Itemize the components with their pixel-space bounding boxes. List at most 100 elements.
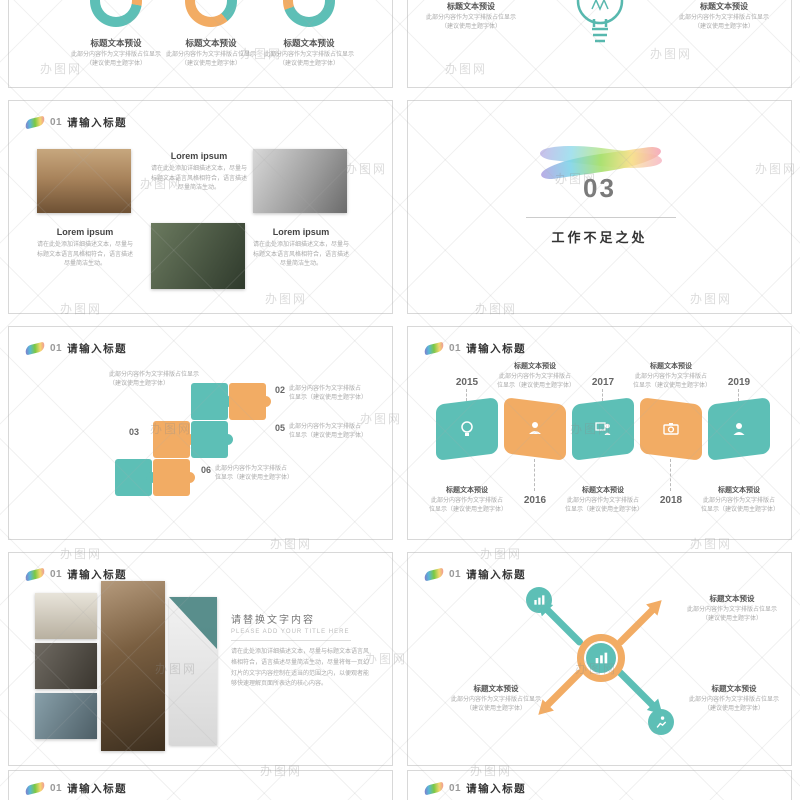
- bulb-icon: [436, 397, 498, 461]
- donut-chart-icon: [185, 0, 237, 27]
- replace-body: 请在此处添加详细描述文本，尽量与标题文本语言风格相符合，语言描述尽量简洁生动，尽…: [231, 649, 370, 688]
- ring-column: 标题文本预设 此部分内容作为文字排版占位显示（建议使用主题字体）: [163, 0, 259, 69]
- photo-art: [35, 693, 97, 739]
- slide-thumb-lightbulb[interactable]: 标题文本预设 此部分内容作为文字排版占位显示（建议使用主题字体） 标题文本预设 …: [407, 0, 792, 88]
- timeline-label: 标题文本预设 此部分内容作为文字排版占位显示（建议使用主题字体）: [565, 487, 644, 513]
- timeline-year: 2016: [523, 495, 547, 506]
- arrow-northeast: [615, 602, 661, 647]
- timeline-year: 2018: [659, 495, 683, 506]
- slide-title: 请输入标题: [466, 343, 527, 355]
- preset-desc: 此部分内容作为文字排版占位显示（建议使用主题字体）: [425, 15, 516, 30]
- lorem-block: Lorem ipsum 请在此处添加详细描述文本，尽量与标题文本语言风格相符合，…: [151, 151, 247, 194]
- timeline-year: 2015: [455, 377, 479, 388]
- donut-chart-icon: [283, 0, 335, 27]
- timeline-year: 2019: [727, 377, 751, 388]
- slide-header: 01 请输入标题: [24, 115, 128, 130]
- slide-number: 01: [50, 117, 63, 128]
- preset-title: 标题文本预设: [90, 38, 142, 48]
- replace-subtitle: PLEASE ADD YOUR TITLE HERE: [231, 629, 350, 635]
- person-icon: [708, 397, 770, 461]
- slide-title: 请输入标题: [67, 783, 128, 795]
- preset-title: 标题文本预设: [283, 38, 335, 48]
- timeline-label: 标题文本预设 此部分内容作为文字排版占位显示（建议使用主题字体）: [497, 363, 576, 389]
- section-title: 工作不足之处: [551, 230, 648, 245]
- ribbon-icon: [423, 341, 445, 356]
- slide-header: 01 请输入标题: [423, 341, 527, 356]
- photo-coffee-desk: [101, 581, 165, 751]
- timeline-label: 标题文本预设 此部分内容作为文字排版占位显示（建议使用主题字体）: [701, 487, 780, 513]
- puzzle-label: 03: [129, 427, 140, 437]
- puzzle-piece: [115, 459, 157, 496]
- ring-column: 标题文本预设 此部分内容作为文字排版占位显示（建议使用主题字体）: [261, 0, 357, 69]
- puzzle-label: 05 此部分内容作为文字排版占位显示（建议使用主题字体）: [275, 423, 368, 439]
- replace-text-block: 请替换文字内容 PLEASE ADD YOUR TITLE HERE 请在此处添…: [231, 611, 373, 690]
- runner-icon: [648, 709, 674, 735]
- slide-thumb-puzzle[interactable]: 01 请输入标题 此部分内容作为文字排版占位显示（建议使用主题字体） 02 此部…: [8, 326, 393, 540]
- photo-icon: [640, 397, 702, 461]
- slide-header: 01 请输入标题: [423, 781, 527, 796]
- slide-thumb-section-divider[interactable]: 03 工作不足之处: [407, 100, 792, 314]
- timeline-connector: [602, 389, 603, 401]
- slide-thumb-next-left[interactable]: 01 请输入标题: [8, 770, 393, 800]
- slide-title: 请输入标题: [67, 343, 128, 355]
- lorem-title: Lorem ipsum: [170, 151, 228, 161]
- slide-thumb-next-right[interactable]: 01 请输入标题: [407, 770, 792, 800]
- timeline-connector: [466, 389, 467, 401]
- preset-title: 标题文本预设: [185, 38, 237, 48]
- slide-thumb-lorem-grid[interactable]: 01 请输入标题 Lorem ipsum 请在此处添加详细描述文本，尽量与标题文…: [8, 100, 393, 314]
- lorem-block: Lorem ipsum 请在此处添加详细描述文本，尽量与标题文本语言风格相符合，…: [253, 227, 349, 270]
- arrow-southeast: [615, 668, 661, 713]
- photo-shelf: [37, 149, 131, 213]
- lorem-body: 请在此处添加详细描述文本，尽量与标题文本语言风格相符合，语言描述尽量简洁生动。: [253, 242, 350, 268]
- section-number: 03: [583, 173, 616, 203]
- slide-number: 01: [50, 783, 63, 794]
- photo-window: [35, 593, 97, 639]
- arrow-label: 标题文本预设 此部分内容作为文字排版占位显示（建议使用主题字体）: [688, 684, 779, 712]
- divider-line: [526, 217, 676, 218]
- slide-title: 请输入标题: [67, 569, 128, 581]
- puzzle-label: 02 此部分内容作为文字排版占位显示（建议使用主题字体）: [275, 385, 368, 401]
- arrow-southwest: [539, 668, 585, 713]
- ribbon-icon: [24, 567, 46, 582]
- puzzle-piece: [229, 383, 271, 420]
- ribbon-icon: [24, 115, 46, 130]
- ribbon-icon: [423, 567, 445, 582]
- timeline-connector: [738, 389, 739, 401]
- photo-office: [253, 149, 347, 213]
- bulb-label-left: 标题文本预设 此部分内容作为文字排版占位显示（建议使用主题字体）: [421, 1, 521, 32]
- divider-line: [231, 640, 351, 641]
- replace-title: 请替换文字内容: [231, 615, 315, 626]
- arrow-label: 标题文本预设 此部分内容作为文字排版占位显示（建议使用主题字体）: [450, 684, 541, 712]
- lorem-block: Lorem ipsum 请在此处添加详细描述文本，尽量与标题文本语言风格相符合，…: [37, 227, 133, 270]
- ribbon-icon: [423, 781, 445, 796]
- slide-title: 请输入标题: [466, 569, 527, 581]
- preset-desc: 此部分内容作为文字排版占位显示（建议使用主题字体）: [70, 52, 161, 67]
- puzzle-piece: [153, 459, 195, 496]
- slide-thumb-timeline[interactable]: 01 请输入标题 2015 标题文本预设 此部分内容作为文字排版占位显示（建议使…: [407, 326, 792, 540]
- puzzle-piece: [191, 383, 233, 420]
- slide-title: 请输入标题: [466, 783, 527, 795]
- preset-title: 标题文本预设: [700, 2, 748, 11]
- timeline-label: 标题文本预设 此部分内容作为文字排版占位显示（建议使用主题字体）: [633, 363, 712, 389]
- timeline-year: 2017: [591, 377, 615, 388]
- donut-chart-icon: [90, 0, 142, 27]
- timeline-label: 标题文本预设 此部分内容作为文字排版占位显示（建议使用主题字体）: [429, 487, 508, 513]
- slide-thumb-ring-charts[interactable]: 标题文本预设 此部分内容作为文字排版占位显示（建议使用主题字体） 标题文本预设 …: [8, 0, 393, 88]
- slide-thumb-arrows-hub[interactable]: 01 请输入标题 标题文本预设 此部分内容作为文字排版占位显示（建议使用主题字体…: [407, 552, 792, 766]
- slide-header: 01 请输入标题: [24, 567, 128, 582]
- chart-icon: [526, 587, 552, 613]
- lorem-title: Lorem ipsum: [56, 227, 114, 237]
- meditate-icon: [504, 397, 566, 461]
- slide-number: 01: [449, 783, 462, 794]
- chart-icon: [586, 643, 616, 673]
- lorem-body: 请在此处添加详细描述文本，尽量与标题文本语言风格相符合，语言描述尽量简洁生动。: [151, 166, 248, 192]
- slide-number: 01: [50, 343, 63, 354]
- lightbulb-icon: [576, 0, 624, 43]
- puzzle-piece: [153, 421, 195, 458]
- slide-thumb-photo-collage[interactable]: 01 请输入标题 请替换文字内容 PLEASE ADD YOUR TITLE H…: [8, 552, 393, 766]
- slide-title: 请输入标题: [67, 117, 128, 129]
- hub-circle: [577, 634, 625, 682]
- timeline-connector: [670, 459, 671, 491]
- bulb-label-right: 标题文本预设 此部分内容作为文字排版占位显示（建议使用主题字体）: [674, 1, 774, 32]
